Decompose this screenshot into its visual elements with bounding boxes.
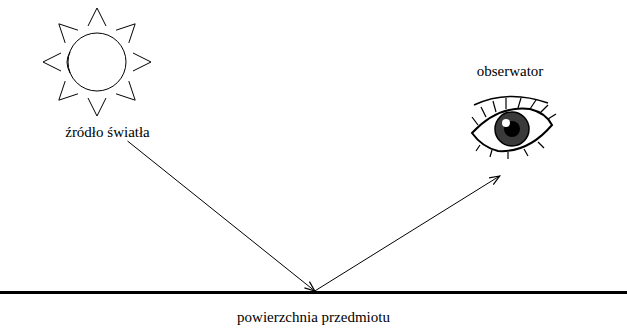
eye-iris <box>495 112 529 146</box>
sun-ray <box>88 8 106 26</box>
sun-ray <box>88 98 106 116</box>
sun-ray <box>116 24 135 43</box>
label: powierzchnia przedmiotu <box>235 308 392 326</box>
sun-outline <box>67 52 70 73</box>
eye-lashes <box>472 98 556 159</box>
observer: obserwator <box>463 62 557 176</box>
object-surface: powierzchnia przedmiotu <box>0 291 627 333</box>
light-ray-arrow <box>128 141 315 291</box>
sun-rays <box>43 8 151 116</box>
eye-symbol <box>472 96 556 159</box>
sun-ray <box>43 53 61 71</box>
sun-ray <box>59 81 78 100</box>
sun-symbol <box>43 8 151 116</box>
eye-outline <box>472 109 552 152</box>
sun-disc <box>68 33 126 91</box>
eyebrow <box>474 96 548 105</box>
light-source: źródło światła <box>45 5 170 141</box>
label: źródło światła <box>63 123 152 141</box>
eye-highlight <box>502 119 510 127</box>
sun-ray <box>59 24 78 43</box>
sun-ray <box>133 53 151 71</box>
light-ray-arrow <box>315 176 500 291</box>
sun-ray <box>116 81 135 100</box>
label: obserwator <box>475 62 546 80</box>
